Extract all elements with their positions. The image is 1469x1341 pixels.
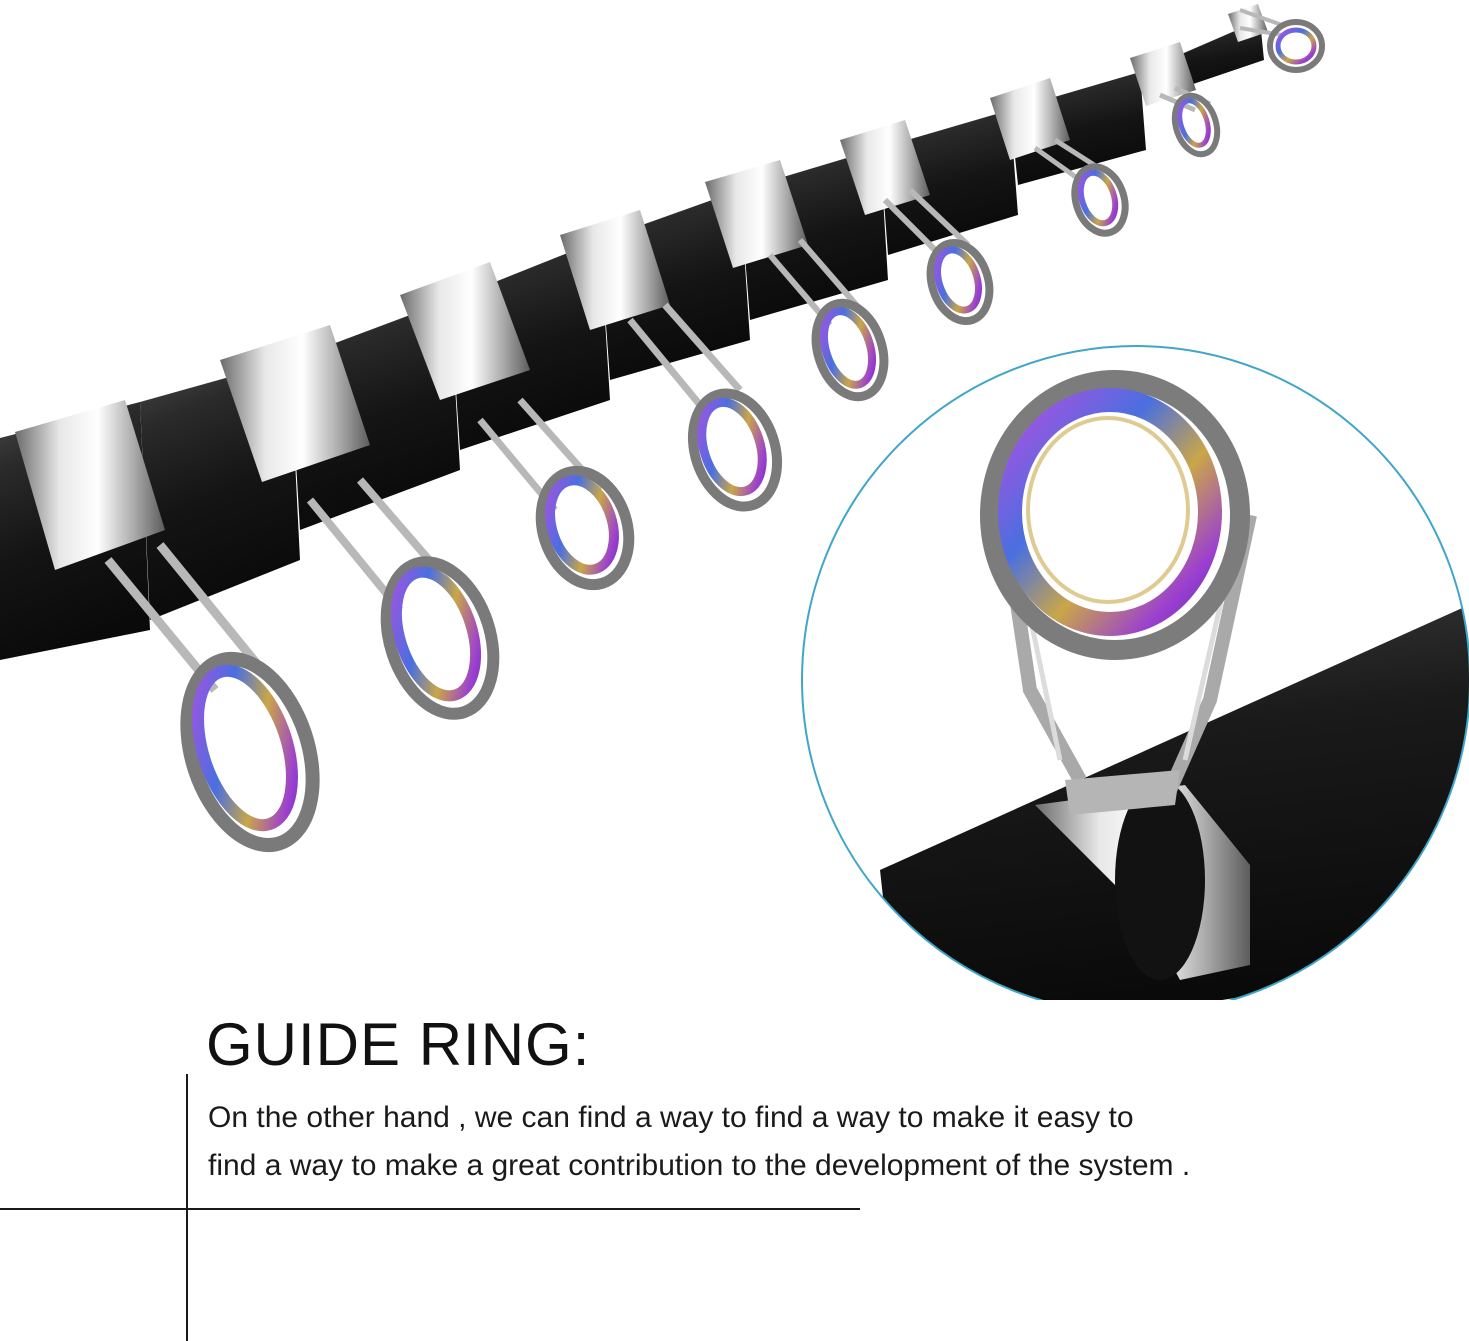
guide-ring-2 [306,477,500,720]
guide-ring-zoom-callout [801,345,1469,1000]
guide-ring-1 [104,542,320,853]
guide-ring-tip [1239,8,1325,73]
horizontal-divider-line [0,1208,860,1210]
guide-rings [104,8,1325,853]
rod-ferrules [15,4,1268,570]
guide-ring-8 [1159,85,1221,158]
vertical-divider-line [186,1074,188,1341]
feature-description: On the other hand , we can find a way to… [208,1101,1191,1182]
guide-ring-5 [767,238,889,402]
guide-ring-3 [477,397,635,591]
guide-ring-7 [1033,137,1129,237]
guide-ring-6 [882,187,994,326]
fishing-rod-illustration [0,4,1469,1000]
feature-title: GUIDE RING: [206,1011,591,1078]
guide-ring-4 [627,302,783,512]
